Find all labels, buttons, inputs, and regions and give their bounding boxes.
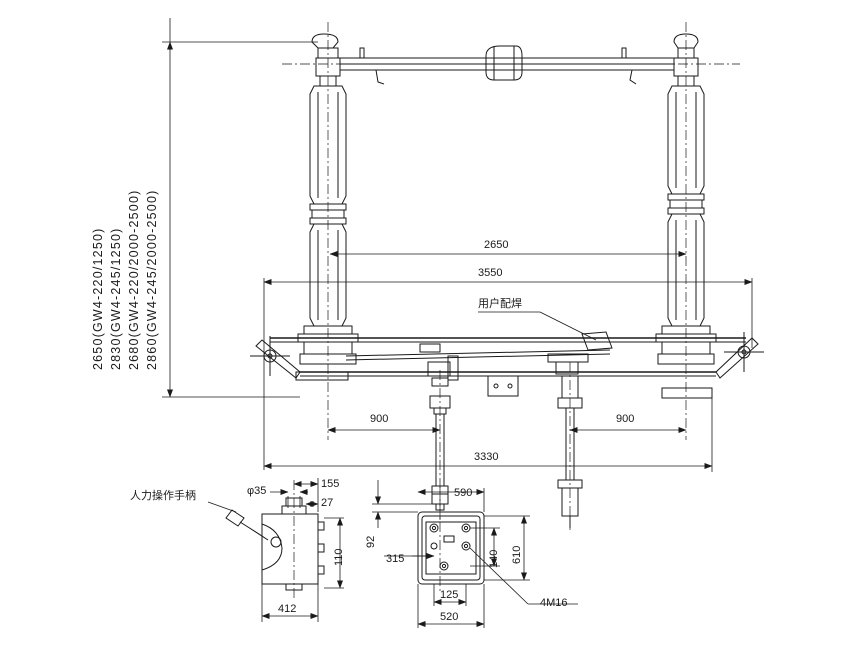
dim-3330: 3330	[474, 451, 498, 463]
dim-520: 520	[440, 611, 458, 623]
height-labels: 2650(GW4-220/1250) 2830(GW4-245/1250) 26…	[91, 190, 159, 370]
label-user-weld: 用户配焊	[478, 296, 522, 310]
dim-315: 315	[386, 553, 404, 565]
right-insulator-column	[655, 22, 717, 440]
height-label-2: 2830(GW4-245/1250)	[109, 227, 123, 370]
mounting-plate-view: 590 92 315 140 610 125 520 4M1	[365, 480, 578, 628]
dim-140: 140	[488, 550, 500, 568]
dim-125: 125	[440, 589, 458, 601]
dim-3550: 3550	[478, 267, 502, 279]
dim-155: 155	[321, 478, 339, 490]
dim-phi35: φ35	[247, 485, 266, 497]
dim-590: 590	[454, 487, 472, 499]
height-label-1: 2650(GW4-220/1250)	[91, 227, 105, 370]
height-label-4: 2860(GW4-245/2000-2500)	[145, 190, 159, 370]
dim-610: 610	[511, 546, 523, 564]
conductor-arm	[282, 45, 740, 85]
dim-900-left: 900	[370, 413, 388, 425]
main-dimensions: 2650 3550 900 900 3330 用户配焊	[263, 239, 753, 472]
label-4m16: 4M16	[540, 597, 568, 609]
left-insulator-column	[295, 22, 359, 440]
dim-412: 412	[278, 603, 296, 615]
dim-110: 110	[333, 548, 345, 566]
overall-height-dimension	[162, 18, 318, 398]
dim-2650: 2650	[484, 239, 508, 251]
base-frame	[250, 331, 764, 397]
dim-900-right: 900	[616, 413, 634, 425]
label-manual-handle: 人力操作手柄	[130, 488, 196, 502]
dim-27: 27	[321, 497, 333, 509]
operating-shafts	[429, 362, 583, 530]
manual-handle-view: 人力操作手柄 φ35 155 27 110 412	[130, 478, 345, 622]
height-label-3: 2680(GW4-220/2000-2500)	[127, 190, 141, 370]
dim-92: 92	[365, 536, 377, 548]
